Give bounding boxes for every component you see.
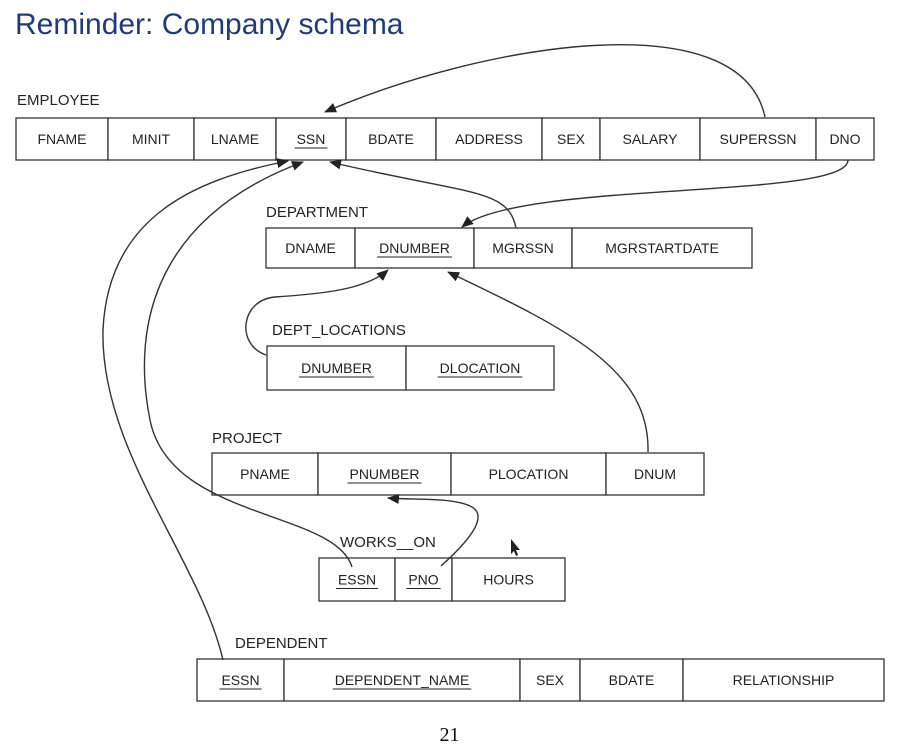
attribute-cell-lname bbox=[193, 117, 277, 161]
attribute-cell-dno bbox=[815, 117, 875, 161]
fk-arrow-deptloc-dnumber-to-dnumber bbox=[245, 269, 389, 356]
attribute-label-dnum: DNUM bbox=[634, 466, 676, 482]
relation-works-on: WORKS__ON ESSN PNO HOURS bbox=[318, 534, 566, 602]
attribute-cell-dlocation bbox=[405, 345, 555, 391]
attribute-label-mgrssn: MGRSSN bbox=[492, 240, 553, 256]
slide-title: Reminder: Company schema bbox=[15, 8, 404, 41]
fk-arrow-dependent-essn-to-ssn bbox=[102, 158, 289, 661]
relation-name-works-on: WORKS__ON bbox=[340, 534, 436, 551]
foreign-key-arrows bbox=[102, 44, 849, 661]
attribute-label-dno: DNO bbox=[829, 131, 860, 147]
relation-name-dept-locations: DEPT_LOCATIONS bbox=[272, 322, 406, 339]
attribute-label-essn: ESSN bbox=[338, 572, 376, 588]
attribute-label-pno: PNO bbox=[408, 572, 438, 588]
attribute-label-ssn: SSN bbox=[297, 131, 326, 147]
attribute-cell-mgrstartdate bbox=[571, 227, 753, 269]
attribute-label-plocation: PLOCATION bbox=[489, 466, 569, 482]
relation-department: DEPARTMENT DNAME DNUMBER MGRSSN MGRSTARTDAT… bbox=[265, 204, 753, 269]
relation-name-dependent: DEPENDENT bbox=[235, 635, 328, 652]
attribute-label-dnumber: DNUMBER bbox=[379, 240, 450, 256]
attribute-cell-sex bbox=[519, 658, 581, 702]
attribute-label-pname: PNAME bbox=[240, 466, 290, 482]
relation-name-project: PROJECT bbox=[212, 430, 282, 447]
attribute-cell-plocation bbox=[450, 452, 607, 496]
relation-employee: EMPLOYEE FNAME MINIT LNAME SSN BDATE ADDRESS S… bbox=[15, 92, 875, 161]
attribute-label-sex: SEX bbox=[536, 672, 565, 688]
attribute-label-bdate: BDATE bbox=[609, 672, 655, 688]
attribute-cell-dependent-name bbox=[283, 658, 521, 702]
fk-arrow-dno-to-dnumber bbox=[461, 159, 849, 228]
attribute-label-pnumber: PNUMBER bbox=[349, 466, 419, 482]
attribute-cell-essn bbox=[196, 658, 285, 702]
attribute-cell-dnumber bbox=[266, 345, 407, 391]
fk-arrow-pno-to-pnumber bbox=[387, 494, 479, 567]
attribute-label-dnumber: DNUMBER bbox=[301, 360, 372, 376]
attribute-label-superssn: SUPERSSN bbox=[719, 131, 796, 147]
page-number: 21 bbox=[439, 724, 460, 746]
relation-dependent: DEPENDENT ESSN DEPENDENT_NAME SEX BDATE RELA… bbox=[196, 635, 885, 702]
attribute-label-dependent-name: DEPENDENT_NAME bbox=[335, 672, 470, 688]
attribute-label-minit: MINIT bbox=[132, 131, 171, 147]
attribute-label-lname: LNAME bbox=[211, 131, 259, 147]
attribute-cell-bdate bbox=[579, 658, 684, 702]
attribute-label-essn: ESSN bbox=[221, 672, 259, 688]
relation-project: PROJECT PNAME PNUMBER PLOCATION DNUM bbox=[211, 430, 705, 496]
attribute-label-mgrstartdate: MGRSTARTDATE bbox=[605, 240, 719, 256]
attribute-cell-relationship bbox=[682, 658, 885, 702]
attribute-label-salary: SALARY bbox=[623, 131, 679, 147]
fk-arrow-mgrssn-to-ssn bbox=[329, 159, 517, 229]
attribute-cell-hours bbox=[451, 557, 566, 602]
attribute-label-bdate: BDATE bbox=[368, 131, 414, 147]
relation-name-department: DEPARTMENT bbox=[266, 204, 368, 221]
attribute-cell-pname bbox=[211, 452, 319, 496]
attribute-cell-dnum bbox=[605, 452, 705, 496]
attribute-cell-fname bbox=[15, 117, 109, 161]
attribute-label-hours: HOURS bbox=[483, 572, 534, 588]
attribute-cell-dnumber bbox=[354, 227, 475, 269]
attribute-cell-dname bbox=[265, 227, 356, 269]
relation-name-employee: EMPLOYEE bbox=[17, 92, 100, 109]
attribute-label-sex: SEX bbox=[557, 131, 586, 147]
attribute-cell-address bbox=[435, 117, 543, 161]
attribute-cell-minit bbox=[107, 117, 195, 161]
fk-arrow-dnum-to-dnumber bbox=[447, 271, 649, 453]
mouse-cursor-icon bbox=[511, 539, 520, 556]
attribute-label-fname: FNAME bbox=[38, 131, 87, 147]
attribute-label-dlocation: DLOCATION bbox=[440, 360, 521, 376]
attribute-label-dname: DNAME bbox=[285, 240, 336, 256]
fk-arrow-works-essn-to-ssn bbox=[143, 161, 353, 568]
attribute-label-address: ADDRESS bbox=[455, 131, 523, 147]
attribute-cell-superssn bbox=[699, 117, 817, 161]
attribute-cell-ssn bbox=[275, 117, 347, 161]
fk-arrow-superssn-to-ssn bbox=[324, 44, 766, 118]
relation-dept-locations: DEPT_LOCATIONS DNUMBER DLOCATION bbox=[266, 322, 555, 391]
attribute-cell-mgrssn bbox=[473, 227, 573, 269]
attribute-label-relationship: RELATIONSHIP bbox=[733, 672, 835, 688]
